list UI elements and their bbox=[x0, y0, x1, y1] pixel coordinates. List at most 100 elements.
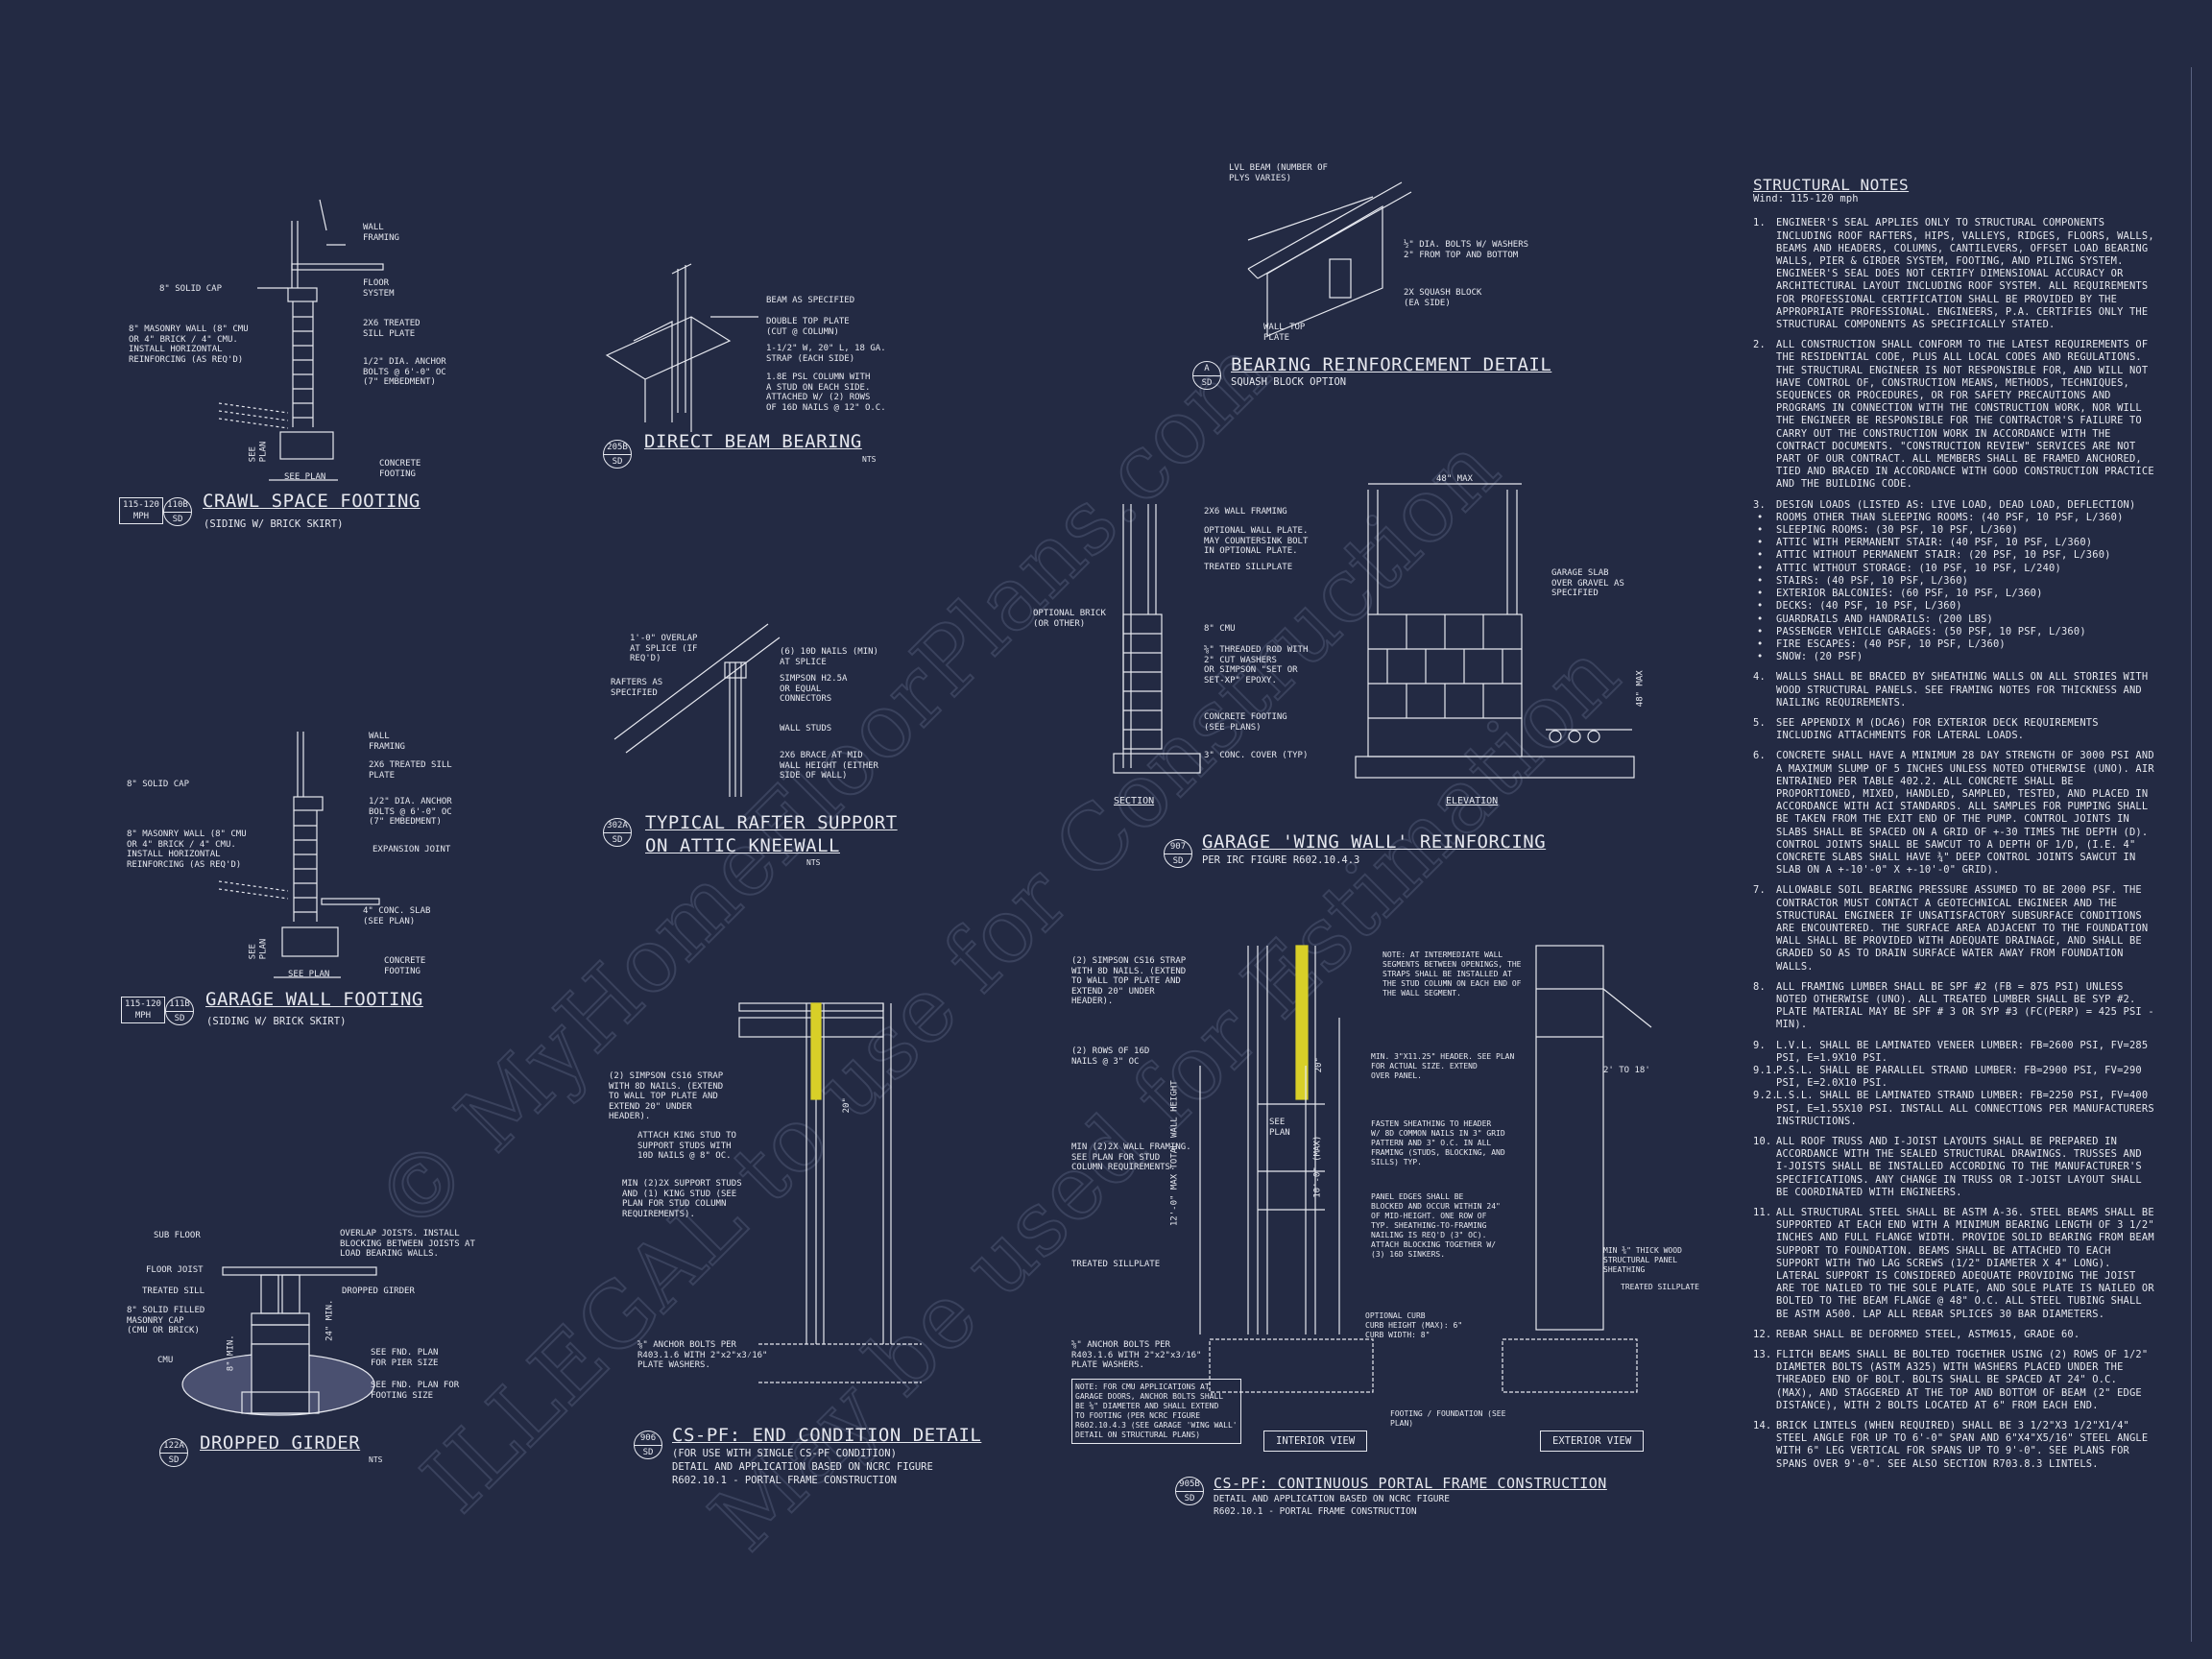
structural-note: 4. Walls shall be braced by sheathing wal… bbox=[1753, 671, 2156, 709]
girder-title: DROPPED GIRDER bbox=[200, 1432, 361, 1454]
wing-label-brick: OPTIONAL BRICK (OR OTHER) bbox=[1033, 609, 1106, 629]
portal-label-fasten: FASTEN SHEATHING TO HEADER W/ 8d COMMON … bbox=[1371, 1119, 1505, 1166]
structural-note: 3.Design loads (listed as: live load, de… bbox=[1753, 499, 2156, 664]
note-number: 9. bbox=[1753, 1039, 1766, 1051]
portal-label-sill: TREATED SILLPLATE bbox=[1071, 1260, 1161, 1269]
endcond-label-king: ATTACH KING STUD TO SUPPORT STUDS WITH 1… bbox=[637, 1131, 736, 1161]
girder-label-sill: TREATED SILL bbox=[142, 1286, 205, 1296]
crawl-label-sill: 2x6 TREATED SILL PLATE bbox=[363, 319, 421, 339]
structural-note: 13. Flitch beams shall be bolted together… bbox=[1753, 1349, 2156, 1412]
garage-subtitle: (SIDING W/ BRICK SKIRT) bbox=[206, 1016, 347, 1027]
crawl-space-footing-drawing bbox=[218, 199, 384, 481]
portal-label-panel: PANEL EDGES SHALL BE BLOCKED AND OCCUR W… bbox=[1371, 1192, 1501, 1259]
sub-note-text: P.S.L. shall be parallel strand lumber: … bbox=[1776, 1065, 2142, 1090]
bearing-subtitle: SQUASH BLOCK OPTION bbox=[1231, 376, 1347, 388]
portal-label-strap: (2) SIMPSON CS16 STRAP WITH 8d NAILS. (E… bbox=[1071, 956, 1187, 1006]
wing-label-slab: GARAGE SLAB OVER GRAVEL AS SPECIFIED bbox=[1551, 568, 1624, 598]
structural-note: 6.Concrete shall have a minimum 28 day s… bbox=[1753, 750, 2156, 877]
bearing-label-squash: 2x SQUASH BLOCK (EA SIDE) bbox=[1404, 288, 1482, 308]
note-number: 4. bbox=[1753, 671, 1766, 684]
rafter-label-studs: WALL STUDS bbox=[780, 724, 832, 733]
rafter-label-nails: (6) 10d NAILS (MIN) AT SPLICE bbox=[780, 647, 878, 667]
portal-title: CS-PF: CONTINUOUS PORTAL FRAME CONSTRUCT… bbox=[1214, 1475, 1607, 1492]
design-load-item: Stairs: (40 psf, 10 psf, L/360) bbox=[1753, 575, 2156, 588]
garage-wall-footing-drawing bbox=[218, 732, 380, 978]
note-text: Rebar shall be deformed steel, ASTM615, … bbox=[1776, 1328, 2080, 1340]
design-load-item: Attic without storage: (10 psf, 10 psf, … bbox=[1753, 563, 2156, 575]
crawl-label-cap: 8" SOLID CAP bbox=[159, 284, 223, 294]
note-text: Flitch beams shall be bolted together us… bbox=[1776, 1349, 2149, 1411]
note-text: Walls shall be braced by sheathing walls… bbox=[1776, 671, 2149, 709]
garage-mph-box: 115-120 MPH bbox=[121, 997, 165, 1023]
design-load-item: Guardrails and handrails: (200 lbs) bbox=[1753, 613, 2156, 626]
beam-nts: NTS bbox=[862, 455, 877, 464]
rafter-label-simpson: SIMPSON H2.5A OR EQUAL CONNECTORS bbox=[780, 674, 848, 704]
note-number: 3. bbox=[1753, 498, 1766, 511]
wing-subtitle: PER IRC FIGURE R602.10.4.3 bbox=[1202, 854, 1360, 866]
garage-label-wall: WALL FRAMING bbox=[369, 732, 405, 752]
note-number: 11. bbox=[1753, 1207, 1772, 1219]
portal-label-rows: (2) ROWS OF 16d NAILS @ 3" OC bbox=[1071, 1046, 1150, 1067]
design-load-item: Passenger vehicle garages: (50 psf, 10 p… bbox=[1753, 626, 2156, 638]
portal-label-header: MIN. 3"x11.25" HEADER. SEE PLAN FOR ACTU… bbox=[1371, 1052, 1515, 1080]
wing-label-cmu: 8" CMU bbox=[1204, 624, 1236, 634]
note-text: All roof truss and I-joist layouts shall… bbox=[1776, 1136, 2142, 1198]
rafter-label-brace: 2x6 BRACE AT MID WALL HEIGHT (EITHER SID… bbox=[780, 751, 878, 781]
portal-label-inter: NOTE: AT INTERMEDIATE WALL SEGMENTS BETW… bbox=[1382, 950, 1522, 998]
note-number: 7. bbox=[1753, 884, 1766, 897]
note-text: Engineer's seal applies only to structur… bbox=[1776, 217, 2154, 331]
garage-label-cap: 8" SOLID CAP bbox=[127, 780, 190, 789]
rafter-support-drawing bbox=[613, 623, 781, 797]
structural-note: 2.All construction shall conform to the … bbox=[1753, 339, 2156, 491]
portal-interior-view-label: INTERIOR VIEW bbox=[1263, 1431, 1368, 1452]
structural-note: 11. All structural steel shall be ASTM A-… bbox=[1753, 1207, 2156, 1321]
note-text: Brick lintels (when required) shall be 3… bbox=[1776, 1420, 2149, 1470]
design-load-item: Rooms other than sleeping rooms: (40 psf… bbox=[1753, 512, 2156, 524]
rafter-nts: NTS bbox=[806, 858, 821, 867]
endcond-sub1: (FOR USE WITH SINGLE CS-PF CONDITION) bbox=[672, 1448, 897, 1459]
wing-label-framing: 2x6 WALL FRAMING bbox=[1204, 507, 1287, 517]
note-number: 13. bbox=[1753, 1349, 1772, 1361]
dropped-girder-drawing bbox=[181, 1266, 377, 1416]
girder-label-dim1: 24" MIN. bbox=[325, 1299, 335, 1341]
wing-elevation-label: ELEVATION bbox=[1446, 796, 1499, 806]
girder-label-sub: SUB FLOOR bbox=[154, 1231, 201, 1240]
garage-label-masonry: 8" MASONRY WALL (8" CMU OR 4" BRICK / 4"… bbox=[127, 830, 247, 870]
portal-label-fnd: FOOTING / FOUNDATION (SEE PLAN) bbox=[1390, 1409, 1506, 1428]
design-load-item: Decks: (40 psf, 10 psf, L/360) bbox=[1753, 600, 2156, 613]
portal-exterior-view-label: EXTERIOR VIEW bbox=[1540, 1431, 1645, 1452]
note-text: All framing lumber shall be SPF #2 (Fb =… bbox=[1776, 980, 2154, 1031]
note-text: L.V.L. shall be laminated veneer lumber:… bbox=[1776, 1039, 2149, 1064]
note-number: 8. bbox=[1753, 980, 1766, 993]
wing-label-max1: 48" MAX bbox=[1436, 474, 1473, 484]
garage-label-see: SEE PLAN bbox=[288, 970, 330, 979]
garage-label-sill: 2x6 TREATED SILL PLATE bbox=[369, 760, 452, 781]
rafter-title: TYPICAL RAFTER SUPPORT bbox=[645, 812, 898, 833]
rafter-label-overlap: 1'-0" OVERLAP AT SPLICE (IF REQ'D) bbox=[630, 634, 698, 663]
sub-note-text: L.S.L. shall be laminated strand lumber:… bbox=[1776, 1090, 2154, 1127]
girder-label-pier: SEE FND. PLAN FOR PIER SIZE bbox=[371, 1348, 439, 1368]
structural-notes-list: 1.Engineer's seal applies only to struct… bbox=[1753, 217, 2156, 1470]
portal-label-note: NOTE: FOR CMU APPLICATIONS AT GARAGE DOO… bbox=[1071, 1379, 1241, 1444]
structural-note: 8. All framing lumber shall be SPF #2 (Fb… bbox=[1753, 981, 2156, 1032]
note-number: 6. bbox=[1753, 750, 1766, 762]
note-number: 14. bbox=[1753, 1420, 1772, 1432]
crawl-title: CRAWL SPACE FOOTING bbox=[203, 491, 421, 512]
bearing-reinforcement-drawing bbox=[1247, 181, 1412, 337]
crawl-subtitle: (SIDING W/ BRICK SKIRT) bbox=[204, 518, 344, 530]
wing-label-optplate: OPTIONAL WALL PLATE. MAY COUNTERSINK BOL… bbox=[1204, 526, 1309, 556]
rafter-title-line2: ON ATTIC KNEEWALL bbox=[645, 835, 840, 856]
garage-label-footing: CONCRETE FOOTING bbox=[384, 956, 426, 976]
sub-note-number: 9.2. bbox=[1753, 1090, 1778, 1102]
note-text: All structural steel shall be ASTM A-36.… bbox=[1776, 1207, 2154, 1320]
garage-title: GARAGE WALL FOOTING bbox=[205, 989, 423, 1010]
girder-label-ftg: SEE FND. PLAN FOR FOOTING SIZE bbox=[371, 1381, 460, 1401]
endcond-label-min: MIN (2)2X SUPPORT STUDS AND (1) KING STU… bbox=[622, 1179, 742, 1219]
sheet-border bbox=[2191, 67, 2192, 1642]
